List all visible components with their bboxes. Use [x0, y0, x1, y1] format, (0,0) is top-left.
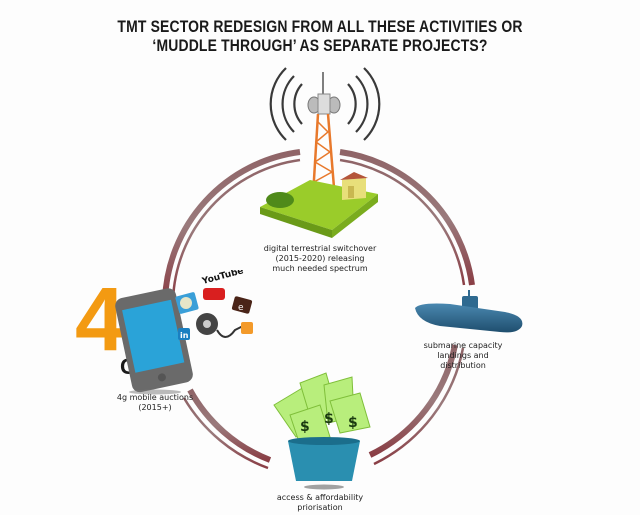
node-access: $ $ $ — [260, 365, 380, 490]
svg-text:YouTube: YouTube — [200, 270, 245, 287]
svg-text:$: $ — [300, 419, 310, 435]
svg-text:$: $ — [324, 411, 334, 427]
submarine-icon — [415, 290, 523, 333]
4g-badge-4: 4 — [75, 270, 125, 370]
money-bucket-icon: $ $ $ — [273, 372, 371, 490]
node-digital-terrestrial — [250, 62, 400, 242]
4g-smartphone-icon: 4 G in YouTube e — [75, 266, 253, 395]
svg-text:$: $ — [348, 415, 358, 431]
title-line-1: TMT SECTOR REDESIGN FROM ALL THESE ACTIV… — [117, 17, 523, 36]
label-4g: 4g mobile auctions (2015+) — [116, 393, 194, 412]
svg-text:e: e — [238, 303, 244, 313]
svg-text:in: in — [180, 331, 189, 340]
transmission-tower-icon — [260, 67, 381, 238]
label-submarine: submarine capacity landings and distribu… — [423, 341, 503, 370]
node-4g: 4 G in YouTube e — [75, 266, 260, 395]
label-digital-terrestrial: digital terrestrial switchover (2015-202… — [263, 244, 377, 273]
page-title: TMT SECTOR REDESIGN FROM ALL THESE ACTIV… — [58, 17, 583, 55]
node-submarine — [410, 282, 530, 342]
title-line-2: ‘MUDDLE THROUGH’ AS SEPARATE PROJECTS? — [152, 36, 488, 55]
label-access: access & affordability priorisation — [276, 493, 364, 512]
